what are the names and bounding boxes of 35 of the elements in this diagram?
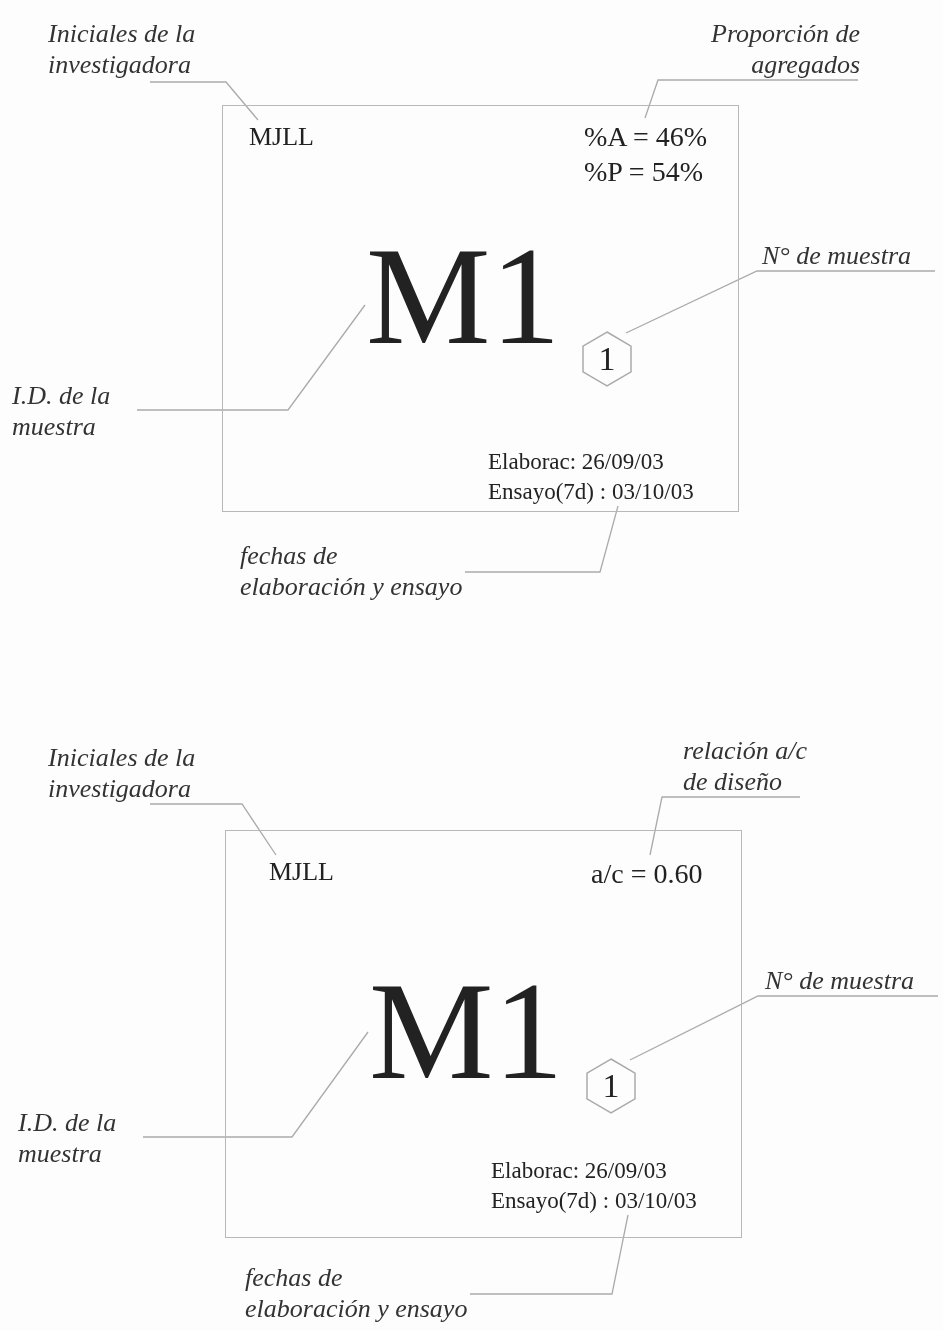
label-text: Elaborac: 26/09/03 [491, 1157, 667, 1185]
leader-line [625, 270, 936, 334]
label-text: Elaborac: 26/09/03 [488, 448, 664, 476]
leader-line [149, 81, 259, 121]
callout-text: N° de muestra [762, 240, 942, 271]
leader-line [649, 796, 801, 856]
callout-text: N° de muestra [765, 965, 943, 996]
label-text: Ensayo(7d) : 03/10/03 [488, 478, 694, 506]
label-frame [225, 830, 742, 1238]
callout-text: relación a/c de diseño [683, 735, 823, 797]
leader-line [142, 1031, 369, 1138]
leader-line [136, 304, 366, 411]
sample-id: M1 [366, 226, 561, 366]
label-text: %P = 54% [584, 155, 703, 189]
leader-line [149, 803, 277, 856]
label-text: Ensayo(7d) : 03/10/03 [491, 1187, 697, 1215]
label-frame [222, 105, 739, 512]
leader-line [644, 79, 859, 119]
callout-text: I.D. de la muestra [18, 1107, 143, 1169]
callout-text: Iniciales de la investigadora [48, 742, 248, 804]
label-text: MJLL [249, 121, 314, 153]
callout-text: I.D. de la muestra [12, 380, 137, 442]
leader-line [469, 1214, 629, 1295]
callout-text: fechas de elaboración y ensayo [240, 540, 465, 602]
callout-text: fechas de elaboración y ensayo [245, 1262, 470, 1324]
leader-line [464, 505, 619, 573]
callout-text: Iniciales de la investigadora [48, 18, 248, 80]
label-text: MJLL [269, 856, 334, 888]
label-text: a/c = 0.60 [591, 857, 703, 891]
sample-id: M1 [369, 961, 564, 1101]
callout-text: Proporción de agregados [660, 18, 860, 80]
leader-line [629, 995, 939, 1061]
label-text: %A = 46% [584, 120, 708, 154]
sample-number: 1 [602, 1069, 620, 1103]
sample-number: 1 [598, 342, 616, 376]
